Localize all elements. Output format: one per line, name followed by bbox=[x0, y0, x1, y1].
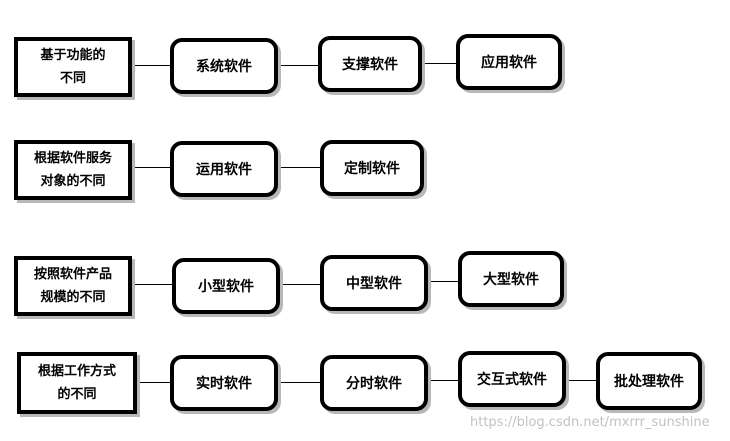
connector bbox=[274, 65, 322, 66]
connector bbox=[562, 380, 600, 381]
connector bbox=[274, 167, 324, 168]
software-type-node: 支撑软件 bbox=[318, 36, 422, 92]
software-type-node: 应用软件 bbox=[456, 34, 562, 90]
software-type-node: 实时软件 bbox=[170, 355, 278, 411]
software-type-node: 系统软件 bbox=[170, 38, 278, 94]
watermark: https://blog.csdn.net/mxrrr_sunshine bbox=[470, 415, 710, 430]
connector bbox=[274, 382, 324, 383]
connector bbox=[130, 65, 174, 66]
connector bbox=[424, 281, 462, 282]
software-type-node: 运用软件 bbox=[170, 141, 278, 197]
software-type-node: 小型软件 bbox=[172, 258, 280, 314]
connector bbox=[276, 284, 324, 285]
category-box: 基于功能的 不同 bbox=[14, 37, 132, 97]
category-box: 根据工作方式 的不同 bbox=[17, 352, 137, 414]
connector bbox=[136, 382, 174, 383]
connector bbox=[130, 284, 176, 285]
category-box: 根据软件服务 对象的不同 bbox=[14, 140, 132, 200]
software-type-node: 交互式软件 bbox=[458, 351, 566, 407]
category-box: 按照软件产品 规模的不同 bbox=[14, 256, 132, 316]
software-type-node: 大型软件 bbox=[458, 251, 564, 307]
connector bbox=[418, 63, 460, 64]
connector bbox=[130, 167, 174, 168]
connector bbox=[424, 380, 462, 381]
software-type-node: 中型软件 bbox=[320, 255, 428, 311]
software-type-node: 批处理软件 bbox=[596, 352, 702, 410]
software-type-node: 定制软件 bbox=[320, 140, 424, 196]
software-type-node: 分时软件 bbox=[320, 355, 428, 411]
